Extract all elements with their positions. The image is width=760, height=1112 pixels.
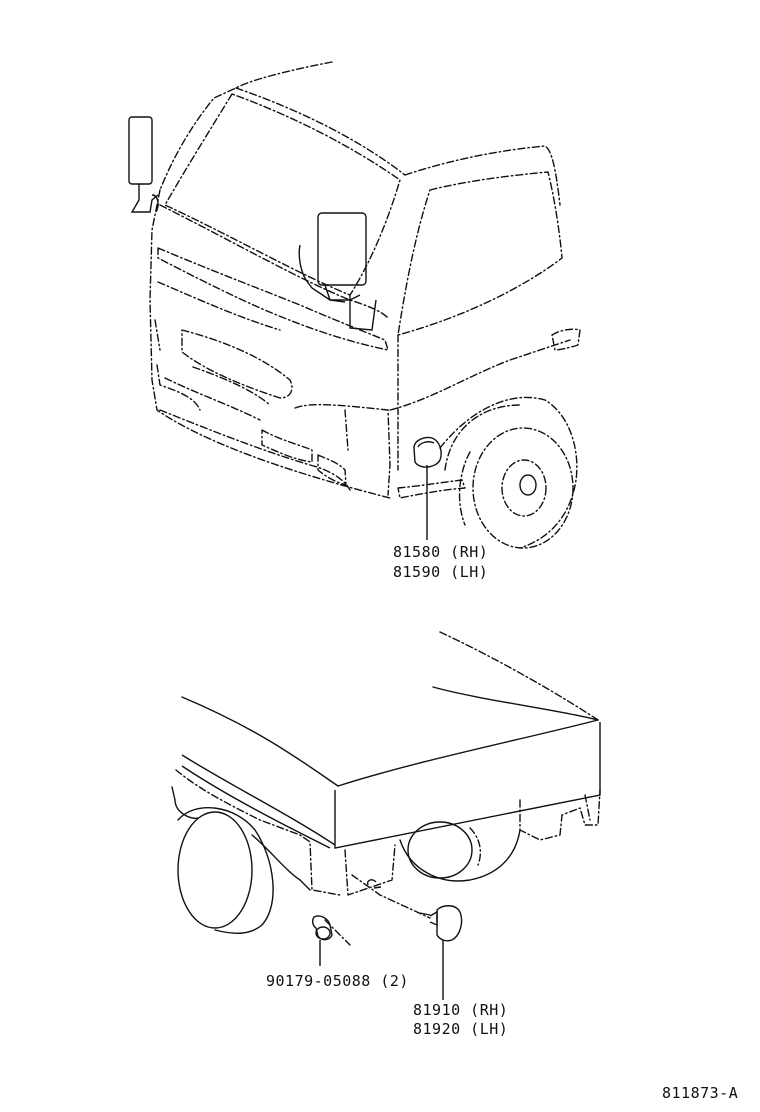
label-front-lh: 81590 (LH) xyxy=(393,563,488,581)
left-mirror-illustration xyxy=(128,116,159,213)
illustration-code: 811873-A xyxy=(662,1084,738,1102)
mounting-screw xyxy=(311,915,351,966)
label-screw: 90179-05088 (2) xyxy=(266,972,409,990)
rear-side-marker-lamp xyxy=(351,874,463,1000)
right-mirror-illustration xyxy=(298,212,377,331)
part-labels: 81580 (RH) 81590 (LH) 90179-05088 (2) 81… xyxy=(266,543,738,1102)
label-rear-lh: 81920 (LH) xyxy=(413,1020,508,1038)
front-truck-cab-illustration xyxy=(128,61,581,549)
label-front-rh: 81580 (RH) xyxy=(393,543,488,561)
front-side-marker-lamp xyxy=(413,436,442,540)
label-rear-rh: 81910 (RH) xyxy=(413,1001,508,1019)
rear-truck-bed-illustration xyxy=(171,631,601,934)
